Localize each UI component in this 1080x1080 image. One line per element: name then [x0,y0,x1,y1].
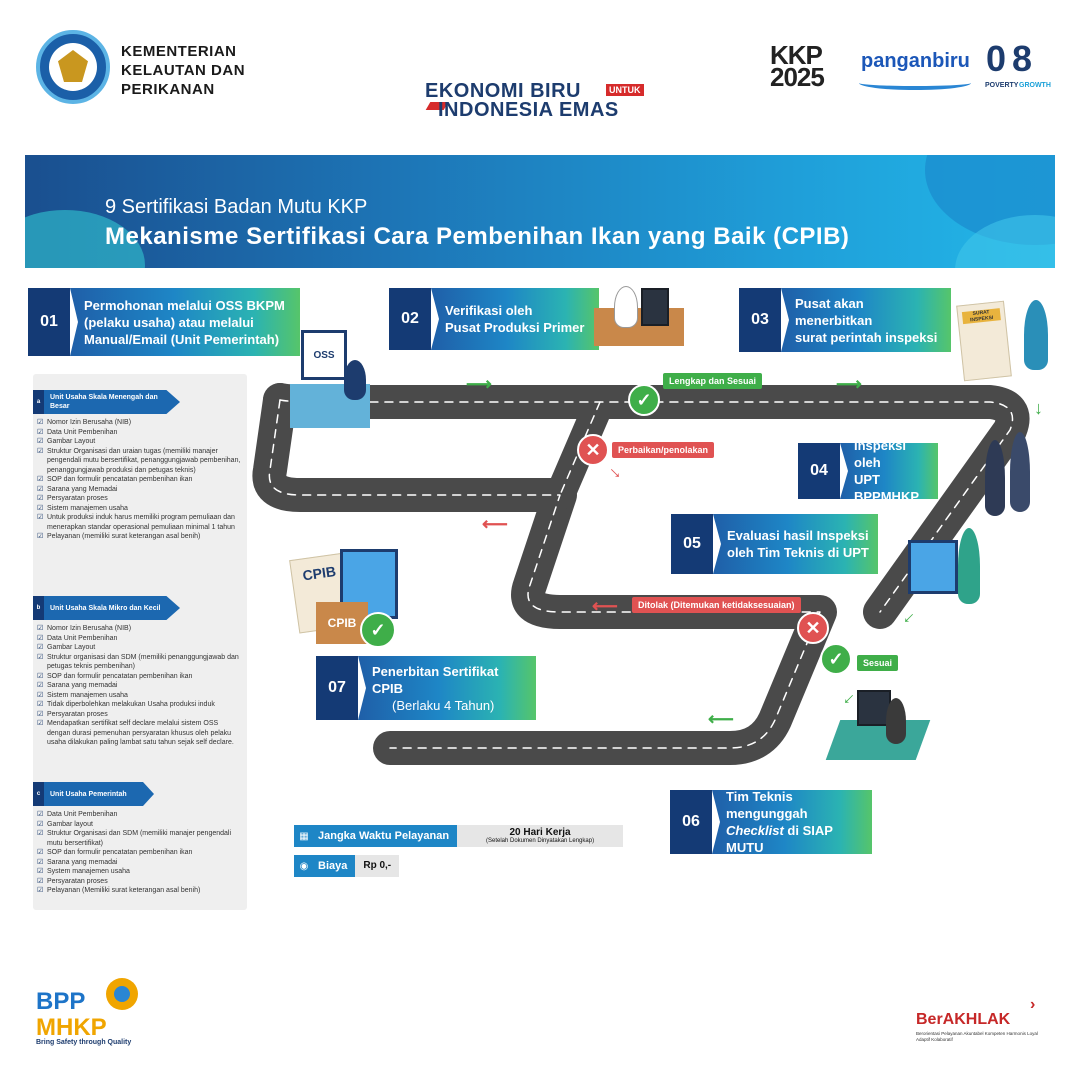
label-sesuai: Sesuai [857,655,899,671]
bppmhkp-emblem-icon [106,978,138,1010]
list-item: Persyaratan proses [37,494,243,504]
cross-icon: ✕ [797,612,829,644]
bppmhkp-tagline: Bring Safety through Quality [36,1039,132,1046]
list-item: SOP dan formulir pencatatan pembenihan i… [37,672,243,682]
step-05: 05 Evaluasi hasil Inspeksi oleh Tim Tekn… [671,514,878,574]
list-item: Persyaratan proses [37,877,243,887]
arrow-right-icon: ⟶ [466,374,492,394]
req-list-c: Data Unit Pembenihan Gambar layout Struk… [37,810,243,896]
oss-screen: OSS [301,330,347,380]
berakhlak-chevron-icon: › [1030,996,1036,1013]
verifier-figure [614,286,638,328]
list-item: Tidak diperbolehkan melakukan Usaha prod… [37,700,243,710]
berakhlak-tagline: Berorientasi Pelayanan Akuntabel Kompete… [916,1031,1038,1042]
service-cost: ◉ Biaya Rp 0,- [294,855,400,877]
ekonomi-untuk-badge: UNTUK [606,84,644,96]
req-tag-c: c Unit Usaha Pemerintah [33,782,154,806]
kkp-logo [36,30,110,104]
list-item: Sarana yang memadai [37,681,243,691]
list-item: Struktur Organisasi dan SDM (memiliki ma… [37,829,243,848]
list-item: Data Unit Pembenihan [37,428,243,438]
req-list-a: Nomor Izin Berusaha (NIB) Data Unit Pemb… [37,418,243,542]
label-ditolak: Ditolak (Ditemukan ketidaksesuaian) [632,597,801,613]
evaluator-figure [958,528,980,604]
arrow-left-icon: ⟵ [708,709,734,729]
evaluation-monitor [908,540,958,594]
list-item: Pelayanan (Memiliki surat keterangan asa… [37,886,243,896]
service-time: ▦ Jangka Waktu Pelayanan 20 Hari Kerja (… [294,825,624,847]
ekonomi-biru-line2: INDONESIA EMAS [438,99,619,121]
list-item: Sarana yang memadai [37,858,243,868]
ekonomi-biru-line1: EKONOMI BIRU [425,80,581,102]
step-07: 07 Penerbitan Sertifikat CPIB (Berlaku 4… [316,656,536,720]
list-item: Gambar Layout [37,437,243,447]
arrow-down-icon: ↓ [1034,398,1043,418]
inspector-figure [1010,432,1030,512]
banner-subtitle: 9 Sertifikasi Badan Mutu KKP [105,196,368,218]
req-tag-b: b Unit Usaha Skala Mikro dan Kecil [33,596,180,620]
officer-figure [344,360,366,400]
step-04: 04 Inspeksi oleh UPT BPPMHKP [798,443,938,499]
list-item: Gambar Layout [37,643,243,653]
title-banner: 9 Sertifikasi Badan Mutu KKP Mekanisme S… [25,155,1055,268]
step-03: 03 Pusat akan menerbitkan surat perintah… [739,288,951,352]
money-icon: ◉ [294,855,314,877]
panganbiru-wave-icon [859,76,971,90]
step-01: 01 Permohonan melalui OSS BKPM (pelaku u… [28,288,300,356]
arrow-right-icon: ⟶ [836,374,862,394]
check-icon: ✓ [360,612,396,648]
list-item: Struktur organisasi dan SDM (memiliki pe… [37,653,243,672]
list-item: Data Unit Pembenihan [37,634,243,644]
list-item: Nomor Izin Berusaha (NIB) [37,624,243,634]
list-item: Pelayanan (memiliki surat keterangan asa… [37,532,243,542]
step-02: 02 Verifikasi oleh Pusat Produksi Primer [389,288,599,350]
arrow-left-icon: ⟵ [482,514,508,534]
ministry-name: KEMENTERIAN KELAUTAN DAN PERIKANAN [121,43,246,98]
arrow-left-icon: ⟵ [592,596,618,616]
poverty-label: POVERTY [985,82,1019,89]
list-item: Sarana yang Memadai [37,485,243,495]
label-lengkap-sesuai: Lengkap dan Sesuai [663,373,763,389]
list-item: Data Unit Pembenihan [37,810,243,820]
list-item: System manajemen usaha [37,867,243,877]
verifier-desk [594,308,684,346]
req-tag-a: a Unit Usaha Skala Menengah dan Besar [33,390,180,414]
list-item: SOP dan formulir pencatatan pembenihan i… [37,475,243,485]
bppmhkp-logo-line2: MHKP [36,1014,107,1041]
check-icon: ✓ [820,643,852,675]
list-item: Mendapatkan sertifikat self declare mela… [37,719,243,748]
list-item: Nomor Izin Berusaha (NIB) [37,418,243,428]
growth-label: GROWTH [1019,82,1051,89]
requirements-panel: a Unit Usaha Skala Menengah dan Besar No… [33,374,247,910]
inspector-figure [985,440,1005,516]
tim-teknis-desk [825,720,931,760]
list-item: Struktur Organisasi dan uraian tugas (me… [37,447,243,476]
officer-figure [1024,300,1048,370]
list-item: Untuk produksi induk harus memiliki prog… [37,513,243,532]
list-item: Gambar layout [37,820,243,830]
kkp-2025-logo: KKP 2025 [770,40,825,92]
computer-monitor [641,288,669,326]
step-06: 06 Tim Teknis mengunggah Checklist di SI… [670,790,872,854]
req-list-b: Nomor Izin Berusaha (NIB) Data Unit Pemb… [37,624,243,748]
cross-icon: ✕ [577,434,609,466]
cpib-folder: CPIB [316,602,368,644]
banner-title: Mekanisme Sertifikasi Cara Pembenihan Ik… [105,223,850,250]
list-item: SOP dan formulir pencatatan pembenihan i… [37,848,243,858]
berakhlak-logo: BerAKHLAK [916,1011,1011,1028]
bppmhkp-logo-line1: BPP [36,988,86,1015]
list-item: Sistem manajemen usaha [37,691,243,701]
list-item: Persyaratan proses [37,710,243,720]
label-perbaikan: Perbaikan/penolakan [612,442,715,458]
inspection-letter: SURAT INSPEKSI [956,300,1012,382]
list-item: Sistem manajemen usaha [37,504,243,514]
panganbiru-logo: panganbiru [861,50,970,72]
technician-figure [886,698,906,744]
check-icon: ✓ [628,384,660,416]
calendar-icon: ▦ [294,825,314,847]
zero8-logo: 0 8 [986,38,1032,79]
